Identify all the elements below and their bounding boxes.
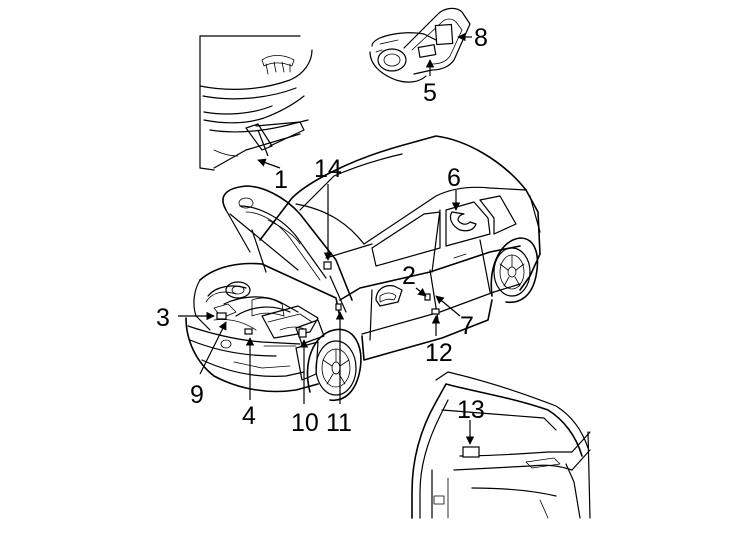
callout-3: 3: [156, 304, 170, 332]
callout-6: 6: [447, 164, 461, 192]
vehicle-label-patches: [216, 211, 477, 338]
hood-latch-inset: [199, 35, 313, 171]
callout-labels: 1 2 3 4 5 6 7 8 9 10 11 12 13 14: [156, 24, 488, 437]
fuel-door-inset: [369, 7, 471, 83]
callout-11: 11: [326, 409, 352, 437]
callout-13: 13: [457, 396, 485, 424]
vehicle-illustration: [185, 135, 541, 401]
door-inset: [411, 371, 591, 519]
callout-12: 12: [425, 339, 453, 367]
callout-14: 14: [314, 155, 342, 183]
callout-9: 9: [190, 381, 204, 409]
callout-1: 1: [274, 166, 288, 194]
callout-5: 5: [423, 79, 437, 107]
leader-lines: [178, 32, 475, 445]
callout-10: 10: [291, 409, 319, 437]
callout-7: 7: [460, 312, 474, 340]
callout-2: 2: [402, 262, 416, 290]
callout-8: 8: [474, 24, 488, 52]
callout-4: 4: [242, 402, 256, 430]
